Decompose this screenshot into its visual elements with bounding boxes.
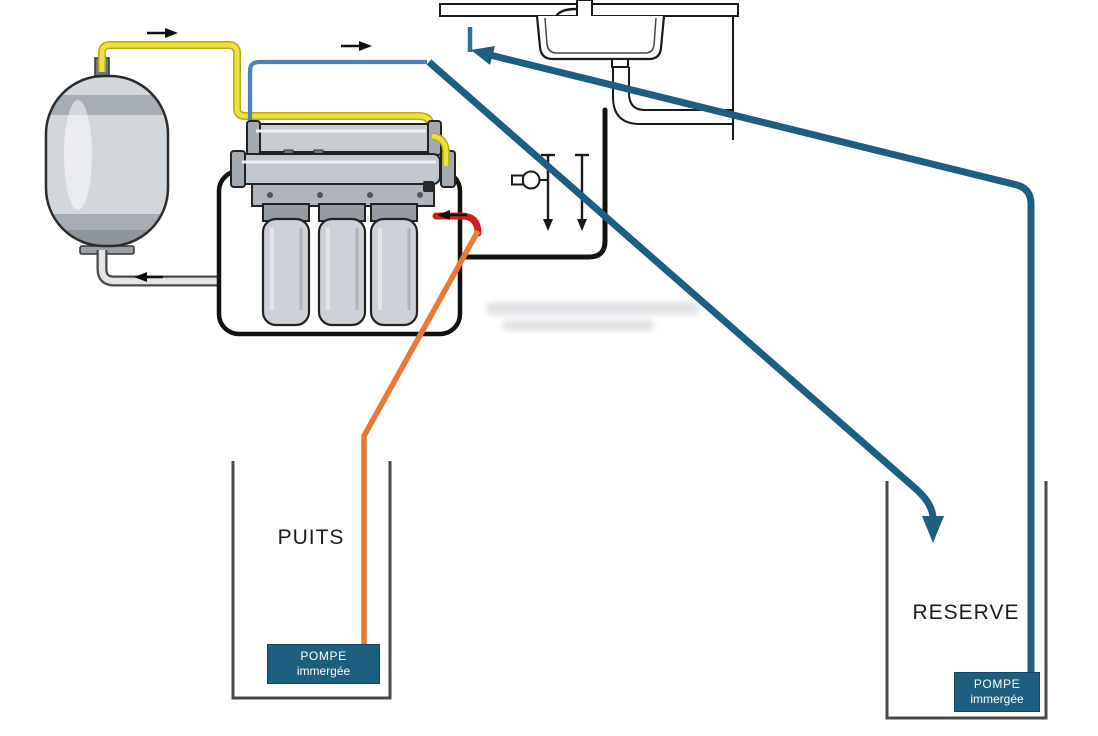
yellow-connector — [431, 132, 450, 166]
well-pump-box: POMPE immergée — [267, 644, 380, 684]
teal-pipe-to-reserve — [426, 59, 944, 543]
filter-bracket — [251, 183, 435, 207]
well-pump-subtitle: immergée — [296, 664, 351, 678]
sink — [439, 0, 739, 231]
reserve-pump-subtitle: immergée — [970, 692, 1024, 706]
orange-pipe — [361, 229, 481, 648]
watermark — [486, 302, 700, 331]
reserve-container — [885, 481, 1048, 720]
waste-line — [459, 107, 608, 260]
saddle-valve — [511, 170, 548, 190]
frame-clip — [423, 181, 434, 192]
sink-bowl — [535, 15, 666, 61]
well-label: PUITS — [277, 526, 345, 549]
flow-arrow-inlet — [437, 210, 467, 220]
flow-arrow-tank — [134, 272, 163, 282]
tank-pipe — [96, 250, 221, 287]
drain-stub — [611, 58, 629, 68]
membrane-housing-upper — [246, 120, 442, 156]
filter-cartridges — [261, 203, 419, 327]
flow-arrow-blue — [341, 41, 372, 51]
sink-bowl-inner — [544, 17, 657, 54]
reserve-label: RESERVE — [912, 601, 1020, 624]
flow-arrow-yellow — [147, 28, 178, 38]
well-pump-title: POMPE — [300, 649, 347, 663]
filter-unit — [216, 120, 463, 337]
arrowhead-at-faucet — [471, 46, 495, 65]
arrowhead-into-reserve — [922, 516, 944, 543]
teal-pipe-from-reserve-pump — [471, 46, 1035, 682]
reserve-pump-title: POMPE — [973, 677, 1021, 691]
pressure-tank — [44, 57, 170, 255]
membrane-housing-lower — [230, 150, 456, 188]
yellow-pipe — [98, 41, 434, 134]
blue-pipe — [247, 59, 427, 120]
supply-line-right — [575, 153, 589, 231]
reserve-pump-box: POMPE immergée — [954, 672, 1040, 712]
drain-pipe — [612, 67, 733, 125]
well-container — [231, 461, 392, 700]
